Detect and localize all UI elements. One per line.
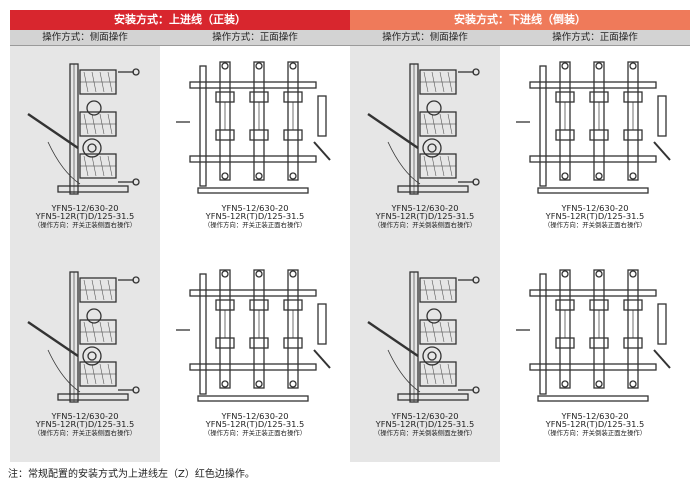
front-view-drawing: [176, 61, 331, 194]
operation-direction: （操作方向：开关倒装正面左操作）: [543, 428, 647, 437]
side-operation-label: 操作方式：侧面操作: [42, 32, 128, 43]
operation-direction: （操作方向：开关倒装正面右操作）: [543, 220, 647, 229]
diagram-cell: YFN5-12/630-20 YFN5-12R(T)D/125-31.5 （操作…: [500, 46, 690, 252]
side-operation-label: 操作方式：侧面操作: [382, 32, 468, 43]
diagram-caption: YFN5-12/630-20 YFN5-12R(T)D/125-31.5 （操作…: [10, 204, 160, 228]
model-line-1: YFN5-12/630-20: [221, 411, 289, 421]
front-view-drawing: [516, 61, 671, 194]
panel-top-incoming: 安装方式：上进线（正装） 操作方式：侧面操作 操作方式：正面操作 YFN5-12…: [10, 10, 350, 462]
model-line-2: YFN5-12R(T)D/125-31.5: [545, 211, 645, 222]
model-line-2: YFN5-12R(T)D/125-31.5: [375, 211, 475, 222]
front-view-drawing: [176, 269, 331, 402]
model-line-1: YFN5-12/630-20: [391, 203, 459, 213]
side-view-drawing: [367, 63, 480, 195]
panel-bottom-incoming: 安装方式：下进线（倒装） 操作方式：侧面操作 操作方式：正面操作 YFN5-12…: [350, 10, 690, 462]
front-operation-column: YFN5-12/630-20 YFN5-12R(T)D/125-31.5 （操作…: [160, 46, 350, 462]
diagram-caption: YFN5-12/630-20 YFN5-12R(T)D/125-31.5 （操作…: [10, 412, 160, 436]
model-line-2: YFN5-12R(T)D/125-31.5: [35, 419, 135, 430]
model-line-1: YFN5-12/630-20: [561, 411, 629, 421]
panel-header: 安装方式：下进线（倒装）: [350, 10, 690, 30]
side-view-drawing: [367, 271, 480, 403]
operation-direction: （操作方向：开关倒装侧面左操作）: [373, 428, 477, 437]
operation-direction: （操作方向：开关正装侧面右操作）: [33, 220, 137, 229]
diagram-caption: YFN5-12/630-20 YFN5-12R(T)D/125-31.5 （操作…: [350, 204, 500, 228]
model-line-2: YFN5-12R(T)D/125-31.5: [375, 419, 475, 430]
front-operation-label: 操作方式：正面操作: [552, 32, 638, 43]
model-line-2: YFN5-12R(T)D/125-31.5: [205, 419, 305, 430]
diagram-cell: YFN5-12/630-20 YFN5-12R(T)D/125-31.5 （操作…: [350, 46, 500, 252]
front-view-drawing: [516, 269, 671, 402]
side-operation-column: YFN5-12/630-20 YFN5-12R(T)D/125-31.5 （操作…: [10, 46, 160, 462]
model-line-2: YFN5-12R(T)D/125-31.5: [205, 211, 305, 222]
diagram-cell: YFN5-12/630-20 YFN5-12R(T)D/125-31.5 （操作…: [160, 254, 350, 460]
diagram-caption: YFN5-12/630-20 YFN5-12R(T)D/125-31.5 （操作…: [160, 412, 350, 436]
panel-header: 安装方式：上进线（正装）: [10, 10, 350, 30]
model-line-2: YFN5-12R(T)D/125-31.5: [545, 419, 645, 430]
model-line-1: YFN5-12/630-20: [561, 203, 629, 213]
side-view-drawing: [27, 271, 140, 403]
model-line-1: YFN5-12/630-20: [221, 203, 289, 213]
diagram-cell: YFN5-12/630-20 YFN5-12R(T)D/125-31.5 （操作…: [350, 254, 500, 460]
column-headers: 操作方式：侧面操作 操作方式：正面操作: [350, 30, 690, 46]
model-line-1: YFN5-12/630-20: [51, 203, 119, 213]
model-line-2: YFN5-12R(T)D/125-31.5: [35, 211, 135, 222]
footnote: 注：常规配置的安装方式为上进线左（Z）红色边操作。: [8, 469, 255, 480]
front-operation-column: YFN5-12/630-20 YFN5-12R(T)D/125-31.5 （操作…: [500, 46, 690, 462]
column-headers: 操作方式：侧面操作 操作方式：正面操作: [10, 30, 350, 46]
diagram-caption: YFN5-12/630-20 YFN5-12R(T)D/125-31.5 （操作…: [500, 204, 690, 228]
diagram-cell: YFN5-12/630-20 YFN5-12R(T)D/125-31.5 （操作…: [160, 46, 350, 252]
operation-direction: （操作方向：开关正装正面右操作）: [203, 220, 307, 229]
model-line-1: YFN5-12/630-20: [51, 411, 119, 421]
operation-direction: （操作方向：开关倒装侧面右操作）: [373, 220, 477, 229]
model-line-1: YFN5-12/630-20: [391, 411, 459, 421]
diagram-caption: YFN5-12/630-20 YFN5-12R(T)D/125-31.5 （操作…: [350, 412, 500, 436]
front-operation-label: 操作方式：正面操作: [212, 32, 298, 43]
side-operation-column: YFN5-12/630-20 YFN5-12R(T)D/125-31.5 （操作…: [350, 46, 500, 462]
side-view-drawing: [27, 63, 140, 195]
diagram-caption: YFN5-12/630-20 YFN5-12R(T)D/125-31.5 （操作…: [160, 204, 350, 228]
diagram-cell: YFN5-12/630-20 YFN5-12R(T)D/125-31.5 （操作…: [10, 254, 160, 460]
operation-direction: （操作方向：开关正装侧面右操作）: [33, 428, 137, 437]
operation-direction: （操作方向：开关正装正面右操作）: [203, 428, 307, 437]
diagram-cell: YFN5-12/630-20 YFN5-12R(T)D/125-31.5 （操作…: [10, 46, 160, 252]
diagram-caption: YFN5-12/630-20 YFN5-12R(T)D/125-31.5 （操作…: [500, 412, 690, 436]
diagram-cell: YFN5-12/630-20 YFN5-12R(T)D/125-31.5 （操作…: [500, 254, 690, 460]
